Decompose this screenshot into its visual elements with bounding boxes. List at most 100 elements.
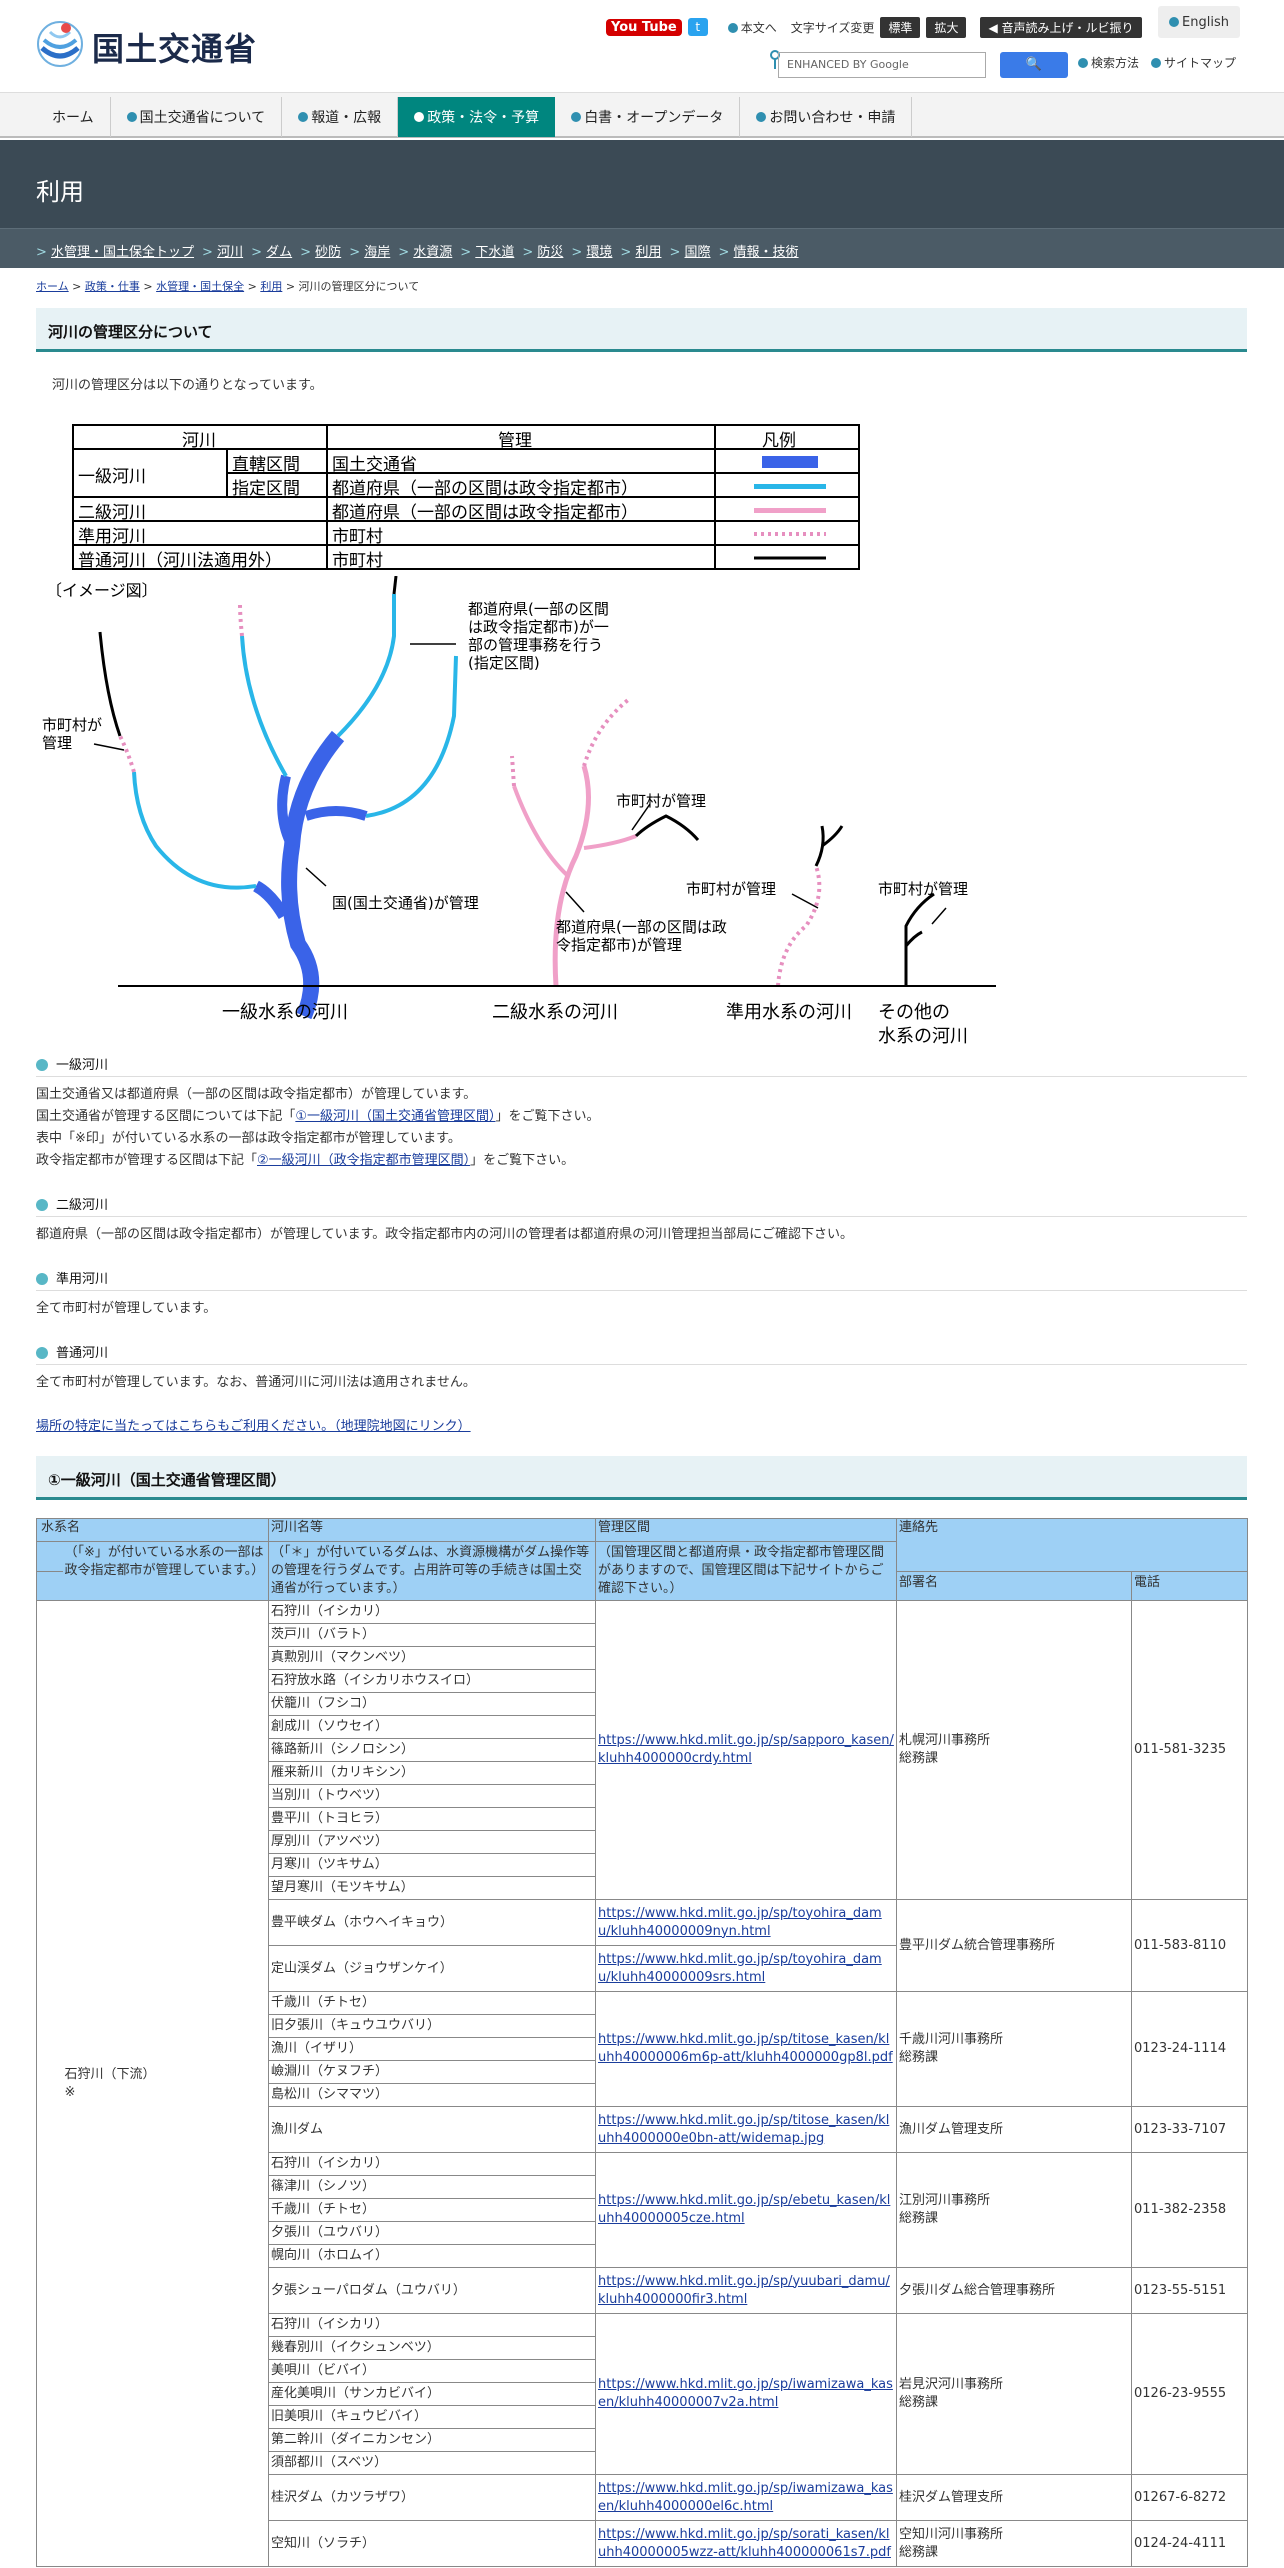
river-name: 漁川ダム [268, 2106, 597, 2153]
ikkyu-mlit-link[interactable]: ①一級河川（国土交通省管理区間） [295, 1109, 496, 1124]
font-large-button[interactable]: 拡大 [926, 16, 967, 38]
sub-nav-link[interactable]: 環境 [586, 245, 613, 260]
sub-nav-item[interactable]: > 河川 [202, 241, 243, 260]
ikkyu-city-link[interactable]: ②一級河川（政令指定都市管理区間） [257, 1153, 471, 1168]
bullet-icon [727, 22, 738, 33]
sub-nav-item[interactable]: > 情報・技術 [719, 241, 799, 260]
suikei-pad [36, 1600, 63, 2567]
youtube-icon[interactable]: You Tube [606, 18, 682, 36]
search-input[interactable]: ENHANCED BY Google [778, 52, 986, 78]
sub-nav-link[interactable]: 利用 [635, 245, 662, 260]
muni-river [118, 735, 136, 773]
tel-cell: 011-583-8110 [1131, 1899, 1249, 1992]
sub-nav-item[interactable]: > 水資源 [398, 241, 452, 260]
th-kasen-note: （「＊」が付いているダムは、水資源機構がダム操作等の管理を行うダムです。占用許可… [268, 1541, 597, 1601]
gsi-map-link[interactable]: 場所の特定に当たってはこちらもご利用ください。（地理院地図にリンク） [36, 1419, 471, 1434]
th-suikei: 水系名 [35, 1518, 270, 1542]
kukan-url-link[interactable]: https://www.hkd.mlit.go.jp/sp/titose_kas… [598, 2112, 890, 2146]
skip-to-content-link[interactable]: 本文へ [727, 19, 777, 36]
sub-nav-item[interactable]: > 水管理・国土保全トップ [36, 241, 194, 260]
english-link[interactable]: English [1158, 6, 1240, 38]
legend-mlit: 国土交通省 [332, 455, 417, 475]
river-name: 旧夕張川（キュウユウバリ） [268, 2014, 597, 2038]
logo-text[interactable]: 国土交通省 [92, 30, 258, 68]
legend-shitei: 指定区間 [232, 479, 300, 499]
breadcrumb-home[interactable]: ホーム [36, 280, 69, 293]
sub-nav-link[interactable]: 水管理・国土保全トップ [51, 245, 195, 260]
kukan-url-link[interactable]: https://www.hkd.mlit.go.jp/sp/yuubari_da… [598, 2273, 890, 2307]
voice-reader-button[interactable]: ◀ 音声読み上げ・ルビ振り [980, 16, 1142, 38]
nav-about[interactable]: 国土交通省について [111, 97, 283, 137]
breadcrumb-policy[interactable]: 政策・仕事 [84, 280, 140, 293]
kukan-cell: https://www.hkd.mlit.go.jp/sp/titose_kas… [595, 1991, 898, 2107]
ikkyu-text: 国土交通省又は都道府県（一部の区間は政令指定都市）が管理しています。 国土交通省… [36, 1084, 600, 1172]
sub-nav-item[interactable]: > 防災 [522, 241, 563, 260]
sub-nav-link[interactable]: 砂防 [315, 245, 342, 260]
table-row: 厚別川（アツベツ） [37, 1830, 1248, 1854]
twitter-icon[interactable]: t [687, 18, 708, 36]
nav-home[interactable]: ホーム [36, 97, 111, 137]
table-row: 雁来新川（カリキシン） [37, 1761, 1248, 1785]
sub-nav-item[interactable]: > 下水道 [460, 241, 514, 260]
ikkyu-line4a: 政令指定都市が管理する区間は下記「 [36, 1153, 258, 1168]
river-name: 当別川（トウベツ） [268, 1784, 597, 1808]
kukan-url-link[interactable]: https://www.hkd.mlit.go.jp/sp/sorati_kas… [598, 2526, 891, 2560]
sub-nav-link[interactable]: 水資源 [413, 245, 453, 260]
nav-whitepaper[interactable]: 白書・オープンデータ [555, 97, 741, 137]
search-method-link[interactable]: 検索方法 [1078, 54, 1139, 71]
sub-nav-item[interactable]: > 利用 [620, 241, 661, 260]
intro-text: 河川の管理区分は以下の通りとなっています。 [52, 378, 323, 393]
kukan-url-link[interactable]: https://www.hkd.mlit.go.jp/sp/sapporo_ka… [598, 1733, 894, 1766]
legend-row-line [74, 522, 858, 546]
sub-nav-link[interactable]: 防災 [537, 245, 564, 260]
kukan-url-link[interactable]: https://www.hkd.mlit.go.jp/sp/ebetu_kase… [598, 2193, 891, 2226]
dept-name: 空知川河川事務所 [899, 2526, 1004, 2542]
kukan-url-link[interactable]: https://www.hkd.mlit.go.jp/sp/toyohira_d… [598, 1951, 882, 1985]
dept-name: 総務課 [899, 1751, 939, 1766]
nav-press[interactable]: 報道・広報 [282, 97, 399, 137]
nav-policy[interactable]: 政策・法令・予算 [398, 97, 556, 137]
kukan-url-link[interactable]: https://www.hkd.mlit.go.jp/sp/titose_kas… [598, 2032, 893, 2065]
sub-nav-link[interactable]: 情報・技術 [733, 245, 799, 260]
swatch-nikyu [754, 508, 826, 513]
sub-nav-item[interactable]: > 環境 [571, 241, 612, 260]
sub-nav-item[interactable]: > ダム [251, 241, 292, 260]
th-renraku: 連絡先 [896, 1518, 1249, 1572]
breadcrumb-water[interactable]: 水管理・国土保全 [156, 280, 245, 293]
search-button[interactable]: 🔍 [1000, 52, 1068, 78]
font-standard-button[interactable]: 標準 [880, 16, 921, 38]
sub-nav-link[interactable]: 海岸 [364, 245, 391, 260]
sub-nav-link[interactable]: ダム [266, 245, 293, 260]
mlit-logo-icon[interactable] [36, 18, 84, 70]
kukan-url-link[interactable]: https://www.hkd.mlit.go.jp/sp/iwamizawa_… [598, 2377, 893, 2410]
th-suikei-label: 水系名 [41, 1520, 81, 1535]
kukan-url-link[interactable]: https://www.hkd.mlit.go.jp/sp/iwamizawa_… [598, 2480, 893, 2514]
mlit-branch [252, 880, 290, 920]
kukan-url-link[interactable]: https://www.hkd.mlit.go.jp/sp/toyohira_d… [598, 1905, 882, 1939]
dept-name: 漁川ダム管理支所 [899, 2121, 1004, 2137]
sub-nav-link[interactable]: 河川 [217, 245, 244, 260]
chevron-right-icon: > [349, 245, 365, 260]
th-suikei-note: （「※」が付いている水系の一部は政令指定都市が管理しています。） [62, 1541, 270, 1601]
table-row: 石狩川（イシカリ）https://www.hkd.mlit.go.jp/sp/e… [37, 2152, 1249, 2268]
river-name: 嶮淵川（ケヌフチ） [268, 2060, 597, 2084]
kukan-cell: https://www.hkd.mlit.go.jp/sp/iwamizawa_… [595, 2313, 898, 2475]
sitemap-link[interactable]: サイトマップ [1151, 54, 1236, 71]
sub-nav-item[interactable]: > 砂防 [300, 241, 341, 260]
arrow [631, 803, 651, 831]
tel-cell: 01267-6-8272 [1131, 2474, 1249, 2521]
breadcrumb-use[interactable]: 利用 [260, 280, 283, 293]
nav-contact[interactable]: お問い合わせ・申請 [740, 97, 913, 137]
kukan-cell: https://www.hkd.mlit.go.jp/sp/sapporo_ka… [595, 1600, 898, 1900]
sub-nav-item[interactable]: > 海岸 [349, 241, 390, 260]
note-muni-left-2: 管理 [42, 734, 72, 752]
breadcrumb: ホーム > 政策・仕事 > 水管理・国土保全 > 利用 > 河川の管理区分につい… [36, 280, 420, 293]
tel-cell: 0124-24-4111 [1131, 2520, 1249, 2567]
chevron-right-icon: > [669, 245, 685, 260]
heading-futsu: 普通河川 [36, 1342, 108, 1361]
heading-junyo: 準用河川 [36, 1268, 108, 1287]
sub-nav-item[interactable]: > 国際 [669, 241, 710, 260]
sub-nav-link[interactable]: 国際 [684, 245, 711, 260]
dept-cell: 桂沢ダム管理支所 [896, 2474, 1133, 2521]
sub-nav-link[interactable]: 下水道 [475, 245, 515, 260]
